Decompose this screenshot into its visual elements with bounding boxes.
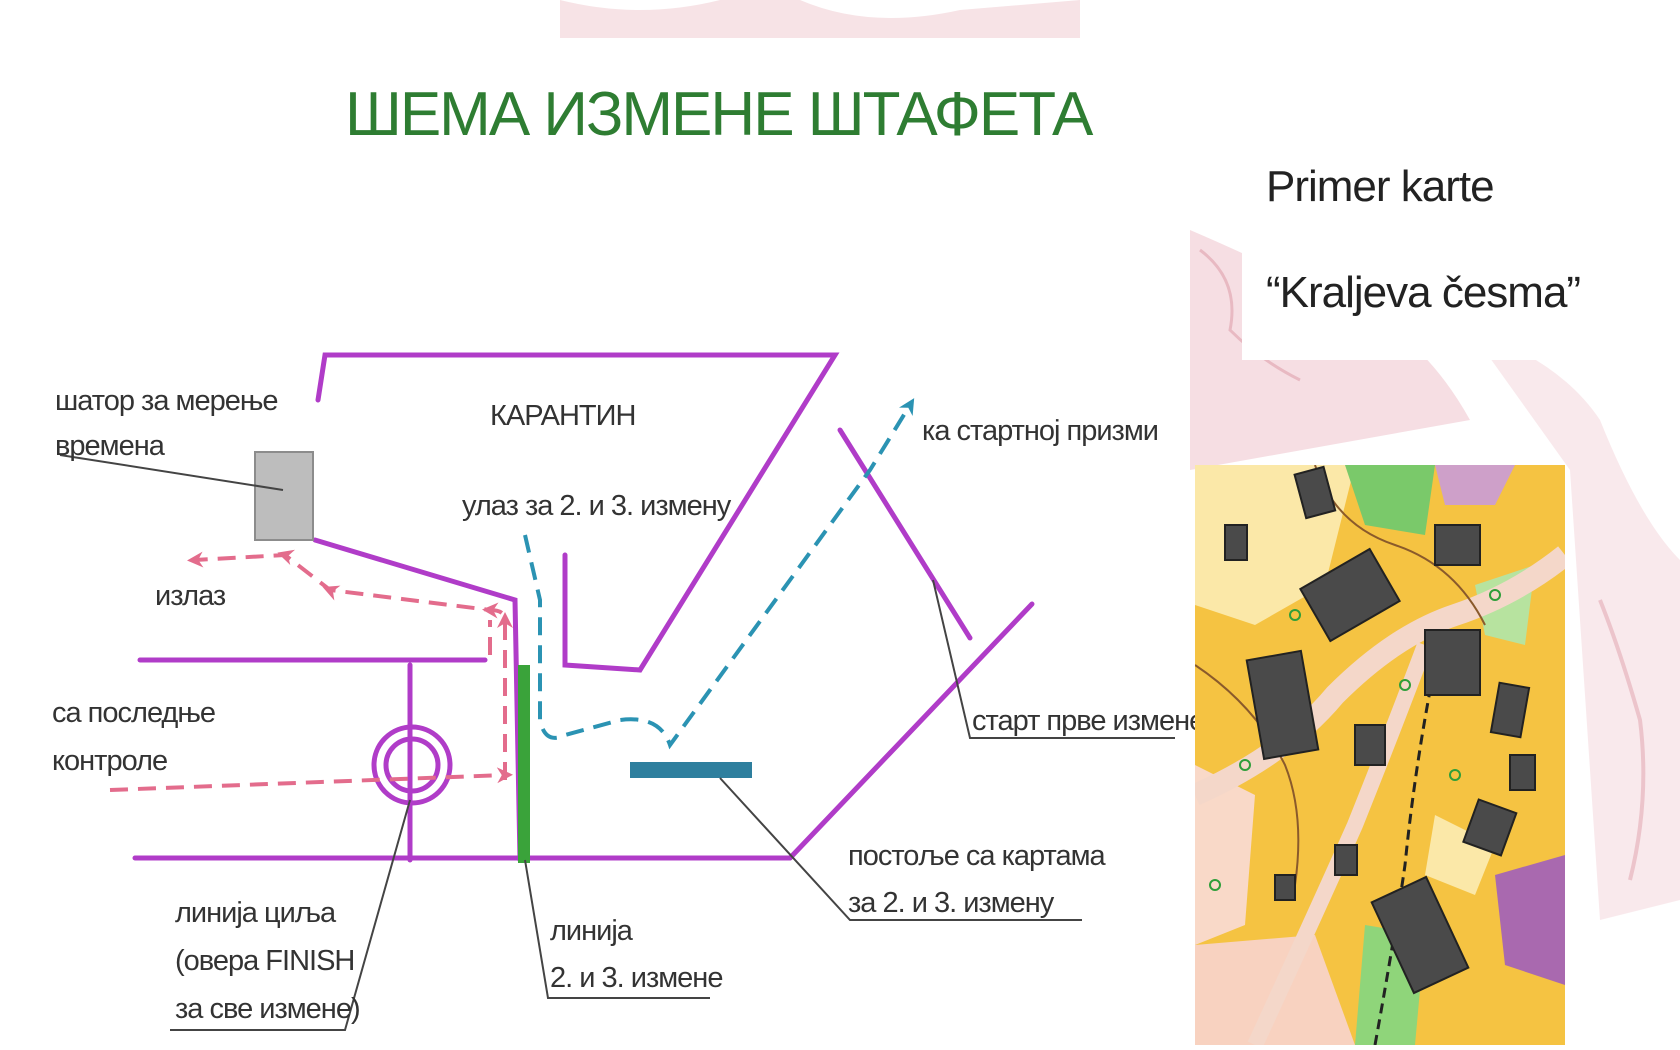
label-change-1: линија (550, 915, 634, 947)
label-entry: улаз за 2. и 3. измену (462, 490, 732, 522)
label-start-first: старт прве измене (972, 705, 1204, 737)
finish-control-icon (371, 724, 453, 806)
label-to-start: ка стартној призми (922, 415, 1158, 447)
label-tent-2: времена (55, 430, 166, 462)
label-finish-2: (овера FINISH (175, 945, 354, 977)
label-quarantine: КАРАНТИН (490, 400, 635, 432)
change-line-bar (518, 665, 530, 863)
leader-lines (170, 579, 1175, 1031)
label-map-stand-2: за 2. и 3. измену (848, 887, 1055, 919)
incoming-route-arrows (109, 767, 513, 792)
orienteering-map-image (1195, 465, 1565, 1045)
label-tent-1: шатор за мерење (55, 385, 278, 417)
label-map-stand-1: постоље са картама (848, 840, 1107, 872)
boundary-lines (132, 352, 1035, 863)
map-caption-card: Primer karte “Kraljeva česma” (1242, 150, 1581, 360)
label-change-2: 2. и 3. измене (550, 962, 722, 994)
map-caption-line1: Primer karte (1266, 162, 1495, 211)
timing-tent (254, 451, 314, 541)
diagram-title: ШЕМА ИЗМЕНЕ ШТАФЕТА (345, 80, 1094, 149)
label-exit: излаз (155, 580, 226, 612)
exit-route-arrows (187, 549, 514, 780)
label-from-last-2: контроле (52, 745, 167, 777)
label-from-last-1: са последње (52, 697, 215, 729)
map-caption-line2: “Kraljeva česma” (1266, 268, 1581, 317)
map-stand-bar (630, 762, 752, 778)
label-finish-1: линија циља (175, 897, 337, 929)
label-finish-3: за све измене) (175, 993, 360, 1025)
